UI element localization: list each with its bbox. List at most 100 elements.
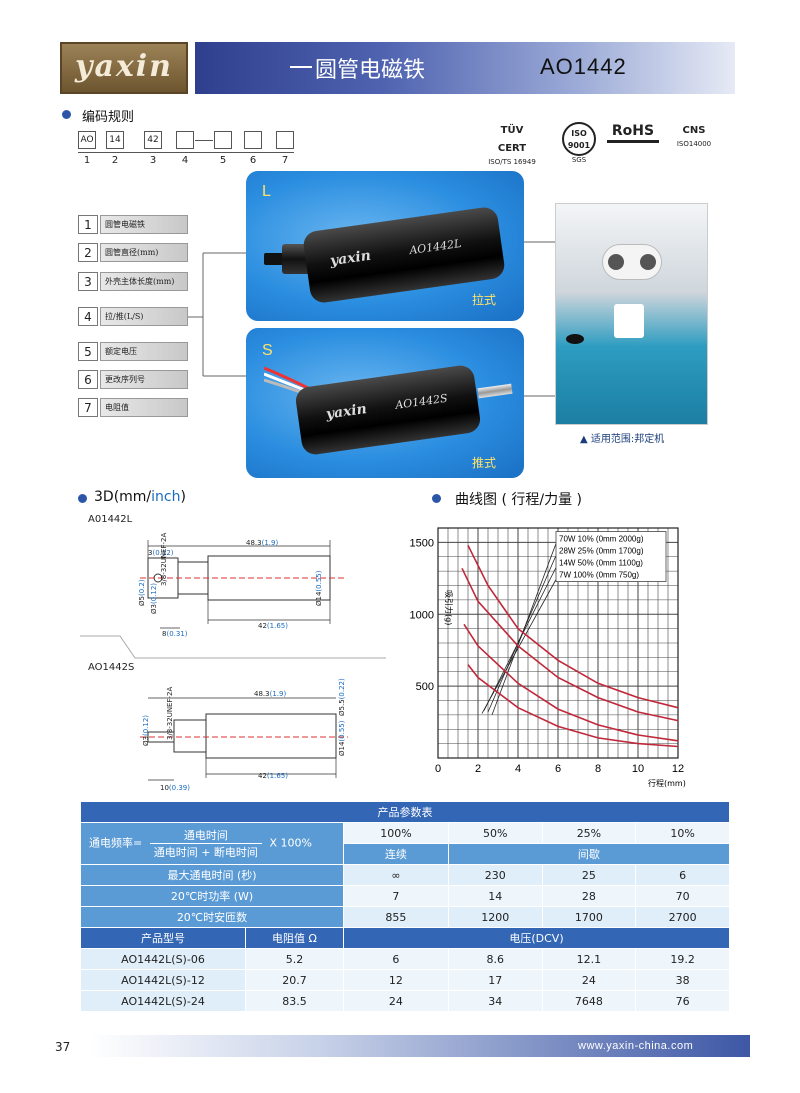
y-tick-label: 1000: [410, 609, 434, 621]
voltage-value: 24: [541, 969, 637, 991]
code-underline: [78, 152, 294, 153]
param-value: 230: [447, 864, 543, 886]
dim-value: 3: [148, 549, 153, 557]
dim-body-length: 42(1.65): [258, 772, 288, 780]
code-dash: [195, 140, 213, 141]
drawing-l-name: A01442L: [88, 514, 133, 525]
page-title: 圆管电磁铁: [315, 58, 426, 83]
plot-frame: [437, 527, 679, 759]
code-box: [276, 131, 294, 149]
voltage-value: 17: [447, 969, 543, 991]
y-tick-label: 500: [416, 681, 434, 693]
x-tick-label: 12: [672, 763, 684, 775]
param-value: 855: [343, 906, 449, 928]
legend-box: [555, 531, 667, 582]
dim-bottom: 10(0.39): [160, 784, 190, 792]
parameter-table: 产品参数表 通电频率= 通电时间 通电时间 + 断电时间 X 100% 100%…: [80, 801, 731, 1012]
dim-inch: (0.55): [315, 570, 323, 592]
dim-value: 42: [258, 772, 267, 780]
drawings-title-inch: inch: [151, 489, 181, 505]
voltage-value: 19.2: [635, 948, 730, 970]
bullet-icon: [78, 494, 87, 503]
item-number: 5: [78, 342, 98, 361]
dim-plunger-diameter: Ø5(0.2): [138, 579, 146, 606]
code-box: [244, 131, 262, 149]
param-value: 70: [635, 885, 730, 907]
code-number: 4: [181, 155, 189, 166]
y-tick-label: 1500: [410, 537, 434, 549]
resistance-header: 电阻值 Ω: [245, 927, 344, 949]
dim-value: 10: [160, 784, 169, 792]
param-value: 1700: [541, 906, 637, 928]
dim-value: Ø14: [315, 591, 323, 606]
dim-total-length: 48.3(1.9): [246, 539, 278, 547]
dim-value: 48.3: [246, 539, 262, 547]
duty-label: 通电频率=: [89, 836, 143, 850]
code-box: [214, 131, 232, 149]
item-label: 电阻值: [100, 398, 188, 417]
voltage-value: 7648: [541, 990, 637, 1012]
param-value: 14: [447, 885, 543, 907]
dim-inch: (1.65): [266, 622, 288, 630]
plunger-shaft: [264, 253, 284, 265]
curve-title: 曲线图 ( 行程/力量 ): [455, 492, 582, 508]
code-number: 3: [149, 155, 157, 166]
dim-value: 8: [162, 630, 167, 638]
series-line: [461, 567, 679, 722]
dim-value: Ø3: [150, 604, 158, 614]
website-link[interactable]: www.yaxin-china.com: [578, 1040, 694, 1052]
x-tick-label: 4: [515, 763, 521, 775]
x-tick-label: 6: [555, 763, 561, 775]
model-number: AO1442: [540, 54, 627, 79]
photo-caption: ▲ 适用范围:邦定机: [580, 434, 665, 445]
mode-intermittent: 间歇: [447, 843, 731, 865]
dim-inch: (0.55): [338, 720, 346, 742]
dim-inch: (0.12): [152, 549, 174, 557]
code-box: AO: [78, 131, 96, 149]
drawing-s-name: AO1442S: [88, 662, 135, 673]
param-value: 28: [541, 885, 637, 907]
body-model: AO1442S: [394, 391, 449, 412]
duty-value: 10%: [635, 822, 730, 844]
series-line: [463, 623, 679, 742]
legend-entry: 28W 25% (0mm 1700g): [559, 547, 644, 556]
bullet-icon: [62, 110, 71, 119]
eyepiece-icon: [640, 254, 656, 270]
voltage-value: 8.6: [447, 948, 543, 970]
dim-body-diameter: Ø14(0.55): [315, 571, 323, 606]
dim-value: Ø14: [338, 741, 346, 756]
item-number: 2: [78, 243, 98, 262]
dim-value: 42: [258, 622, 267, 630]
legend-leader: [487, 555, 557, 713]
item-label: 圆管电磁铁: [100, 215, 188, 234]
duty-value: 50%: [447, 822, 543, 844]
x-tick-label: 10: [632, 763, 644, 775]
dim-value: Ø5: [138, 596, 146, 606]
dim-plunger-diameter: Ø5.5(0.22): [338, 678, 346, 716]
x-axis-label: 行程(mm): [648, 778, 686, 788]
dim-value: 48.3: [254, 690, 270, 698]
cert-mark: TÜV CERT: [497, 125, 527, 154]
panel-tag-s: S: [262, 342, 273, 359]
drawings-title-suffix: ): [180, 489, 186, 505]
x-tick-label: 8: [595, 763, 601, 775]
dim-inch: (0.39): [168, 784, 190, 792]
param-value: 25: [541, 864, 637, 886]
code-number: 6: [249, 155, 257, 166]
item-label: 外壳主体长度(mm): [100, 272, 188, 291]
code-number: 1: [83, 155, 91, 166]
bonding-machine-photo: [555, 203, 708, 425]
legend-entry: 7W 100% (0mm 750g): [559, 571, 639, 580]
body-brand: yaxin: [329, 247, 372, 270]
duty-denominator: 通电时间 + 断电时间: [153, 846, 258, 859]
model-header: 产品型号: [80, 927, 246, 949]
voltage-value: 6: [343, 948, 449, 970]
